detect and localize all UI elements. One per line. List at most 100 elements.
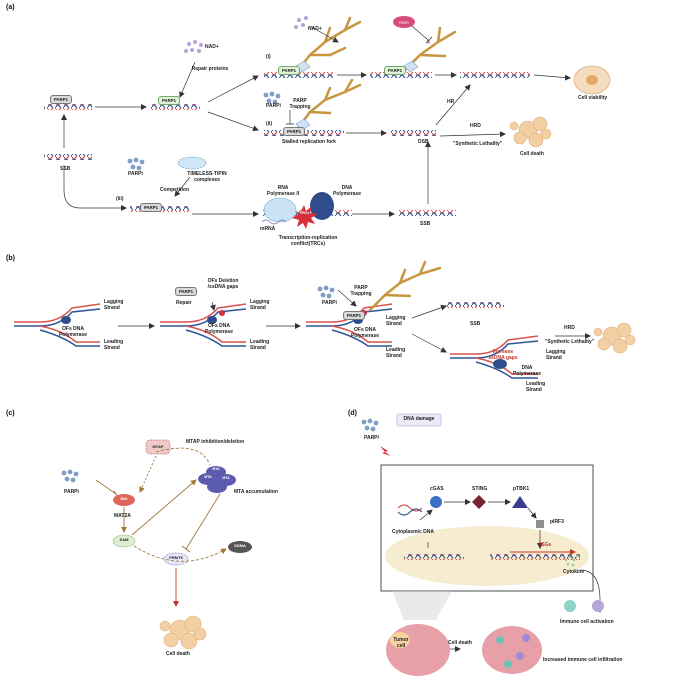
- parp1-pill-iii: PARP1: [140, 203, 162, 212]
- parp1-icon: [219, 310, 225, 316]
- rna-polymerase-label: RNA Polymerase II: [266, 185, 300, 197]
- ptbk1-icon: [512, 496, 528, 508]
- repair-label-b: Repair: [176, 300, 192, 306]
- leading-strand-3: Leading Strand: [386, 347, 406, 359]
- parp1-pill: PARP1: [50, 95, 72, 104]
- parpi-dots: [127, 91, 281, 171]
- lagging-strand-1: Lagging Strand: [104, 299, 124, 311]
- pirf3-icon: [536, 520, 544, 528]
- parp-chain: [368, 260, 442, 312]
- cgas-icon: [430, 496, 442, 508]
- dna-polymerase-label-a: DNA Polymerase: [332, 185, 362, 197]
- lagging-strand-2: Lagging Strand: [250, 299, 270, 311]
- synthetic-lethality-b: "Synthetic Lethality": [545, 339, 595, 345]
- arrows: [118, 289, 591, 353]
- dna-strand: [390, 130, 436, 136]
- panel-a: PARG ✕: [44, 16, 611, 229]
- hr-label: HR: [447, 99, 455, 105]
- parp1-pill-b2: PARP1: [343, 311, 365, 320]
- cytoplasmic-dna-label: Cytoplasmic DNA: [392, 529, 434, 535]
- mtap-label: MTAP: [152, 444, 164, 449]
- dna-strand: [44, 154, 92, 160]
- increase-ssdna-label: Increase ssDNA gaps: [488, 349, 518, 361]
- ofs-dna-pol-2: OFs DNA Polymerase: [204, 323, 234, 335]
- ofs-deletion-label: OFs Deletion /ssDNA gaps: [207, 278, 239, 290]
- parp-trapping-label-b: PARP Trapping: [350, 285, 372, 297]
- ofs-dna-pol-3: OFs DNA Polymerase: [350, 327, 380, 339]
- parpi-dots: [317, 285, 335, 299]
- cgas-label: cGAS: [430, 486, 444, 492]
- lightning-icon: [380, 446, 391, 456]
- parp1-pill-b: PARP1: [175, 287, 197, 296]
- leading-strand-4: Leading Strand: [526, 381, 546, 393]
- trc-caption: Transcription-replication conflict(TRCs): [278, 235, 338, 247]
- parp1-pill-green: PARP1: [158, 96, 180, 105]
- leading-strand-1: Leading Strand: [104, 339, 124, 351]
- parp-chain: [296, 16, 457, 130]
- ssb-label-a: SSB: [60, 166, 71, 172]
- cell-death-label-c: Cell death: [166, 651, 190, 657]
- mta-accumulation-label: MTA accumulation: [234, 489, 278, 495]
- hrd-label-a: HRD: [470, 123, 481, 129]
- parpi-label-b: PARPi: [322, 300, 337, 306]
- parg-icon: [393, 16, 415, 28]
- parpi-dots: [61, 469, 79, 483]
- tumor-mass-icon: [386, 624, 542, 676]
- mta-label-3: MTA: [222, 476, 230, 480]
- dna-strand: [398, 210, 456, 216]
- dna-polymerase-icon: [310, 192, 334, 220]
- panel-label-a: (a): [6, 4, 15, 11]
- prmt5-label: PRMT5: [169, 555, 183, 560]
- dead-cell-icon: [159, 615, 207, 650]
- parpi-label-a: PARPi: [266, 103, 281, 109]
- mrna-label: mRNA: [260, 226, 276, 232]
- cell-viability-label: Cell viability: [578, 95, 608, 101]
- timeless-tipin-label: TIMELESS-TIPIN complexes: [187, 171, 227, 183]
- dna-strand: [370, 72, 432, 78]
- viable-cell-icon: [573, 65, 611, 95]
- label-iii: (iii): [116, 196, 124, 202]
- immune-activation-label: Immune cell activation: [560, 619, 614, 625]
- sdma-label: SDMA: [234, 543, 246, 548]
- repair-proteins-label: Repair proteins: [191, 66, 229, 72]
- sting-label: STING: [472, 486, 488, 492]
- parp-trapping-label-a: PARP Trapping: [289, 98, 311, 110]
- sam-label: SAM: [119, 537, 129, 542]
- label-i: (i): [266, 54, 271, 60]
- arrows: [95, 447, 227, 562]
- trcs-label: TRCs: [300, 211, 310, 215]
- dna-strand: [150, 104, 200, 110]
- ptbk1-label: pTBK1: [513, 486, 530, 492]
- trcs-burst-icon: [292, 205, 318, 229]
- parp1-pill-right: PARP1: [384, 66, 406, 75]
- panel-label-d: (d): [348, 410, 357, 417]
- met-icon: [113, 494, 135, 506]
- cytokine-label: Cytokine: [563, 569, 585, 575]
- panel-label-c: (c): [6, 410, 15, 417]
- rna-polymerase-icon: [263, 197, 297, 223]
- dna-damage-box: [396, 413, 442, 427]
- lagging-strand-3: Lagging Strand: [386, 315, 406, 327]
- sdma-icon: [228, 541, 252, 553]
- parpi-label-a-iii: PARPi: [128, 171, 143, 177]
- dna-strand: [264, 72, 334, 78]
- dna-strand: [44, 104, 92, 110]
- polymerase-icon: [61, 316, 507, 369]
- mtap-box: [145, 439, 171, 455]
- dna-damage-label: DNA damage: [403, 416, 435, 422]
- nad-label-2: NAD+: [308, 26, 322, 32]
- cytoplasmic-dna-icon: [397, 504, 423, 512]
- immune-infiltration-label: Increased immune cell infiltration: [543, 657, 623, 663]
- nad-label: NAD+: [205, 44, 219, 50]
- mta-label-1: MTA: [212, 467, 220, 471]
- dead-cell-icon: [593, 322, 636, 354]
- synthetic-lethality-a: "Synthetic Lethality": [453, 141, 503, 147]
- cell-death-label-d: Cell death: [448, 640, 472, 646]
- parpi-label-d: PARPi: [364, 435, 379, 441]
- ofs-dna-pol-1: OFs DNA Polymerase: [58, 326, 88, 338]
- dna-polymerase-label-b: DNA Polymerase: [512, 365, 542, 377]
- sting-icon: [472, 495, 486, 509]
- ssb-label-b: SSB: [470, 321, 481, 327]
- label-ii: (ii): [266, 121, 273, 127]
- dna-strand: [446, 302, 504, 308]
